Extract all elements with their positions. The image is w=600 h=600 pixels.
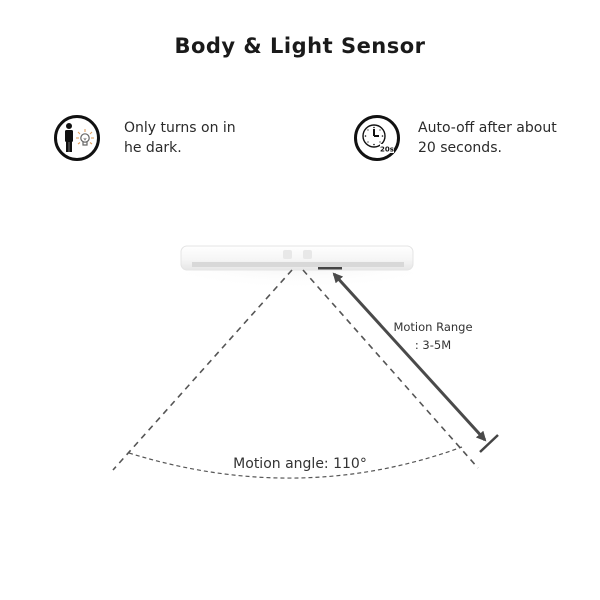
sensor-window [303, 250, 312, 259]
feature-auto-off: 20s Auto-off after about 20 seconds. [354, 115, 557, 161]
motion-range-label: Motion Range : 3-5M [388, 318, 478, 354]
range-arrow [332, 272, 487, 442]
range-label-line: Motion Range [393, 320, 473, 334]
clock-20s-icon: 20s [354, 115, 400, 161]
motion-angle-label: Motion angle: 110° [233, 456, 367, 472]
sensor-window [283, 250, 292, 259]
feature-description: Only turns on in he dark. [124, 118, 236, 158]
feature-line: he dark. [124, 140, 182, 156]
range-end-tick [479, 434, 499, 453]
range-label-line: : 3-5M [414, 338, 452, 352]
feature-line: 20 seconds. [418, 140, 502, 156]
timer-badge: 20s [380, 146, 394, 154]
light-bar-illustration [180, 245, 414, 271]
range-start-marker [318, 267, 342, 270]
feature-description: Auto-off after about 20 seconds. [418, 118, 557, 158]
feature-light-sensor: Only turns on in he dark. [54, 115, 236, 161]
person-and-lightbulb-icon [54, 115, 100, 161]
feature-line: Auto-off after about [418, 120, 557, 136]
page-title: Body & Light Sensor [174, 34, 426, 58]
angle-arc [128, 446, 463, 479]
angle-left-dash [112, 269, 293, 471]
feature-line: Only turns on in [124, 120, 236, 136]
